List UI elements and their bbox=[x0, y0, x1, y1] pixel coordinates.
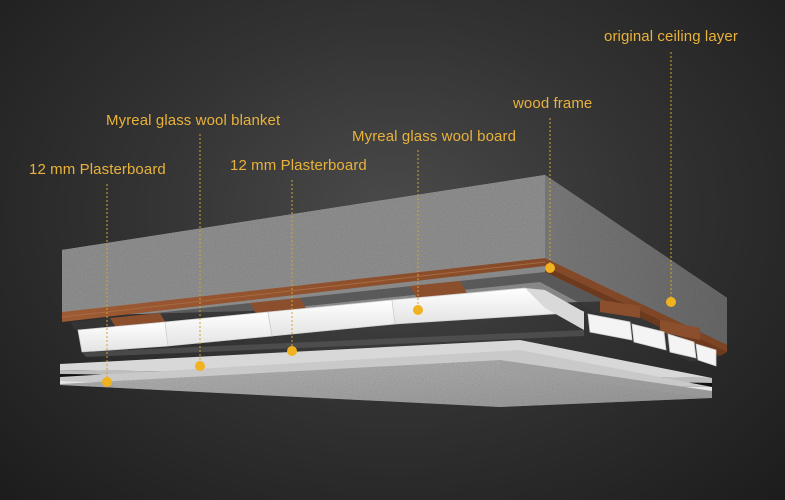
marker-wool-board bbox=[413, 305, 423, 315]
marker-plasterboard-lower bbox=[102, 377, 112, 387]
marker-original-ceiling bbox=[666, 297, 676, 307]
label-glass-wool-board: Myreal glass wool board bbox=[352, 128, 516, 145]
label-glass-wool-blanket: Myreal glass wool blanket bbox=[106, 112, 280, 129]
marker-wool-blanket bbox=[195, 361, 205, 371]
label-original-ceiling-layer: original ceiling layer bbox=[604, 28, 738, 45]
label-wood-frame: wood frame bbox=[513, 95, 592, 112]
marker-wood-frame bbox=[545, 263, 555, 273]
label-plasterboard-upper: 12 mm Plasterboard bbox=[230, 157, 367, 174]
label-plasterboard-lower: 12 mm Plasterboard bbox=[29, 161, 166, 178]
marker-plasterboard-upper bbox=[287, 346, 297, 356]
